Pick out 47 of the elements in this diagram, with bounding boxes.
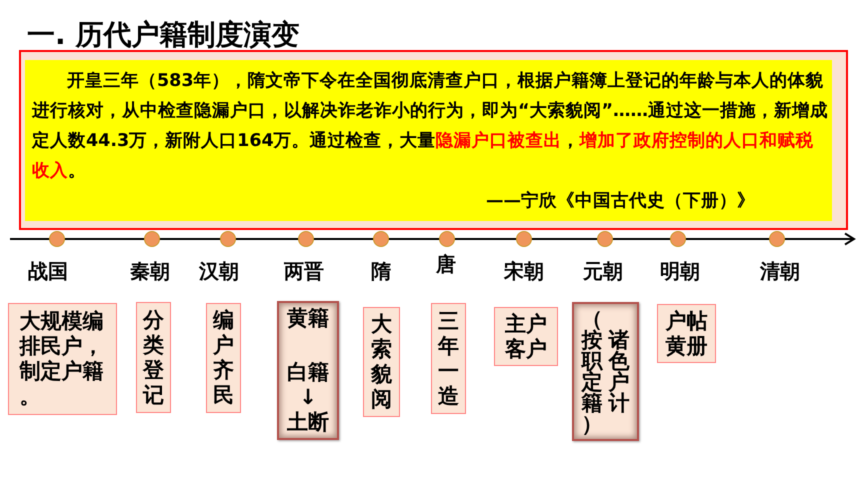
note-card (206, 303, 241, 413)
note-card (494, 307, 558, 366)
note-text: 大规模编排民户，制定户籍。 (19, 309, 104, 409)
note-text: 黄册 (664, 334, 708, 358)
note-card (657, 304, 716, 363)
dynasty-label: 两晋 (284, 258, 324, 285)
note-card (572, 302, 639, 441)
note-text: 户帖 (664, 308, 708, 334)
timeline-dot-icon (220, 231, 236, 247)
timeline-dot-icon (439, 231, 455, 247)
dynasty-label: 战国 (28, 258, 68, 285)
note-card (136, 302, 171, 413)
dynasty-label: 元朝 (583, 258, 623, 285)
dynasty-label: 秦朝 (130, 258, 170, 285)
dynasty-label: 清朝 (760, 258, 800, 285)
timeline-dot-icon (769, 231, 785, 247)
note-text: 主户 (504, 312, 548, 336)
source-citation: ——宁欣《中国古代史（下册）》 (486, 190, 755, 213)
note-card (431, 303, 466, 414)
note-card (277, 301, 339, 440)
note-text: 白籍 (286, 360, 330, 385)
dynasty-label: 汉朝 (199, 258, 239, 285)
timeline-dot-icon (597, 231, 613, 247)
note-card (8, 303, 117, 415)
timeline-dot-icon (298, 231, 314, 247)
dynasty-label: 宋朝 (504, 258, 544, 285)
note-text: 诸色户计 (608, 330, 630, 414)
timeline-dot-icon (516, 231, 532, 247)
dynasty-label: 唐 (436, 251, 456, 278)
note-text: 客户 (504, 336, 548, 362)
timeline-dot-icon (373, 231, 389, 247)
timeline-dot-icon (670, 231, 686, 247)
note-card (363, 307, 400, 417)
dynasty-label: 隋 (371, 258, 391, 285)
note-text: （按职定籍） (580, 308, 603, 434)
note-text: 土断 (286, 410, 330, 435)
note-text: 黄籍 (286, 306, 330, 331)
note-text: ↓ (298, 385, 318, 410)
quote-paragraph: 开皇三年（583年），隋文帝下令在全国彻底清查户口，根据户籍簿上登记的年龄与本人的体貌进行核对，从中检查隐漏户口，以解决诈老诈小的行为，即为“大索貌阅”……通过这一措施，新增成定人数44.3万，新附人口164万。通过检查，大量隐漏户口被查出，增加了政府控制的人口和赋税收入。 (32, 70, 830, 183)
dynasty-label: 明朝 (660, 258, 700, 285)
timeline-dot-icon (49, 231, 65, 247)
note-text: 三年一造 (437, 308, 460, 408)
slide-title: 一. 历代户籍制度演变 (27, 17, 300, 53)
note-text: 大索貌阅 (370, 312, 393, 412)
note-text: 编户齐民 (212, 308, 235, 408)
timeline-dot-icon (144, 231, 160, 247)
note-text: 分类登记 (142, 308, 165, 408)
